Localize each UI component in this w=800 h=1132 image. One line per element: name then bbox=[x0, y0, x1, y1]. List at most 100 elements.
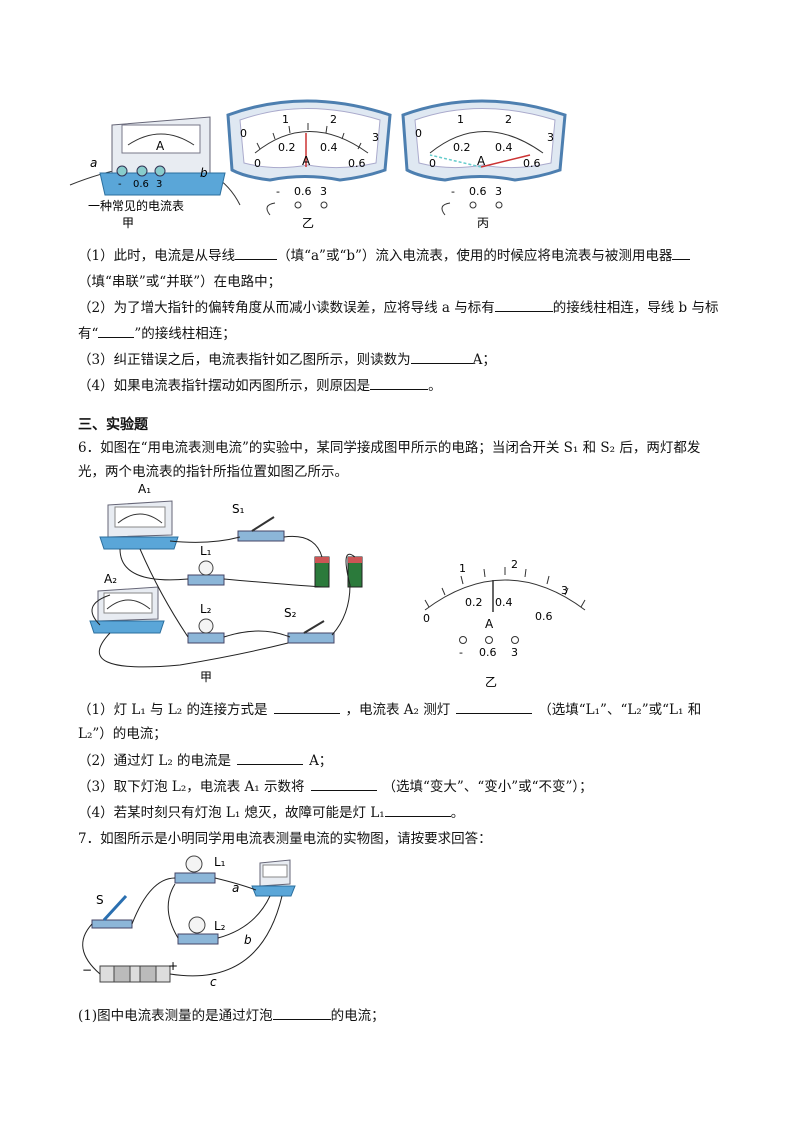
q6-intro-line2: 光，两个电流表的指针所指位置如图乙所示。 bbox=[78, 464, 348, 480]
q5-p1a: （1）此时，电流是从导线 bbox=[78, 248, 236, 264]
q6-p1b: ，电流表 A₂ 测灯 bbox=[345, 702, 451, 718]
bing-tick-bottom-0: 0 bbox=[429, 157, 436, 170]
bing-tick-top-0: 0 bbox=[415, 127, 422, 140]
q6-p1a: （1）灯 L₁ 与 L₂ 的连接方式是 bbox=[78, 702, 268, 718]
q6-part1-line2: L₂”）的电流； bbox=[78, 726, 167, 742]
q6-blank-4[interactable] bbox=[310, 777, 377, 791]
q7-circuit: L₁ S L₂ − + a b c bbox=[82, 855, 296, 989]
q6-part4: （4）若某时刻只有灯泡 L₁ 熄灭，故障可能是灯 L₁。 bbox=[78, 801, 464, 821]
label-L1: L₁ bbox=[200, 544, 212, 558]
q5-p3b: A； bbox=[472, 352, 496, 368]
ammeter-jia: A - 0.6 3 a b 一种常见的电流表 甲 bbox=[69, 116, 241, 230]
q5-p3a: （3）纠正错误之后，电流表指针如乙图所示，则读数为 bbox=[78, 352, 411, 368]
q6-circuit-jia: A₁ S₁ L₁ L₂ A₂ S₂ 甲 bbox=[89, 482, 363, 684]
q7-label-c: c bbox=[210, 975, 217, 989]
q6-p3a: （3）取下灯泡 L₂，电流表 A₁ 示数将 bbox=[78, 779, 305, 795]
yi-terminal-06: 0.6 bbox=[294, 185, 312, 198]
yi-terminal-3: 3 bbox=[320, 185, 327, 198]
yi-tick-top-2: 2 bbox=[330, 113, 337, 126]
bing-pointer-left bbox=[429, 154, 482, 168]
q6-part3: （3）取下灯泡 L₂，电流表 A₁ 示数将 （选填“变大”、“变小”或“不变”）； bbox=[78, 775, 593, 795]
label-S1: S₁ bbox=[232, 502, 245, 516]
label-L2: L₂ bbox=[200, 602, 212, 616]
q6-part1-line1: （1）灯 L₁ 与 L₂ 的连接方式是，电流表 A₂ 测灯（选填“L₁”、“L₂… bbox=[78, 698, 701, 718]
jia-caption: 一种常见的电流表 bbox=[88, 198, 184, 213]
q5-p4a: （4）如果电流表指针摆动如丙图所示，则原因是 bbox=[78, 378, 371, 394]
bing-tick-top-3: 3 bbox=[547, 131, 554, 144]
yi-tick-top-0: 0 bbox=[240, 127, 247, 140]
q5-blank-2[interactable] bbox=[672, 246, 691, 260]
bing-terminal-06: 0.6 bbox=[469, 185, 487, 198]
q5-part1-line2: （填“串联”或“并联”）在电路中； bbox=[78, 274, 282, 290]
q6-meter-letter: A bbox=[485, 617, 494, 631]
q5-p2b: 的接线柱相连，导线 b 与标 bbox=[552, 300, 719, 316]
q5-part2-line2: 有“”的接线柱相连； bbox=[78, 322, 236, 342]
label-A2: A₂ bbox=[104, 572, 117, 586]
bing-tick-top-1: 1 bbox=[457, 113, 464, 126]
q6-tick-top-1: 1 bbox=[459, 562, 466, 575]
q7-blank-1[interactable] bbox=[272, 1006, 331, 1020]
q5-blank-3[interactable] bbox=[494, 298, 553, 312]
label-b: b bbox=[200, 166, 208, 180]
q5-part1-line1: （1）此时，电流是从导线 （填“a”或“b”）流入电流表，使用的时候应将电流表与被… bbox=[78, 244, 691, 264]
q6-blank-1[interactable] bbox=[273, 700, 340, 714]
q6-tick-bottom-04: 0.4 bbox=[495, 596, 513, 609]
q7-label-b: b bbox=[244, 933, 252, 947]
q6-p3b: （选填“变大”、“变小”或“不变”）； bbox=[382, 779, 593, 795]
q5-p2c: 有“ bbox=[78, 326, 99, 342]
yi-tick-bottom-06: 0.6 bbox=[348, 157, 366, 170]
q7-label-a: a bbox=[232, 881, 239, 895]
bing-meter-letter: A bbox=[477, 154, 486, 168]
bing-tick-bottom-02: 0.2 bbox=[453, 141, 471, 154]
q7-label-minus: − bbox=[82, 963, 92, 977]
q5-blank-6[interactable] bbox=[370, 376, 429, 390]
yi-tick-bottom-02: 0.2 bbox=[278, 141, 296, 154]
q7-label-L2: L₂ bbox=[214, 919, 226, 933]
yi-tick-top-1: 1 bbox=[282, 113, 289, 126]
bing-terminal-3: 3 bbox=[495, 185, 502, 198]
yi-tick-top-3: 3 bbox=[372, 131, 379, 144]
q5-blank-5[interactable] bbox=[410, 350, 473, 364]
q5-part3: （3）纠正错误之后，电流表指针如乙图所示，则读数为 A； bbox=[78, 348, 496, 368]
yi-terminal-minus: - bbox=[276, 185, 280, 198]
q6-p4a: （4）若某时刻只有灯泡 L₁ 熄灭，故障可能是灯 L₁ bbox=[78, 805, 385, 821]
q5-part4: （4）如果电流表指针摆动如丙图所示，则原因是 。 bbox=[78, 374, 442, 394]
q5-p1b: （填“a”或“b”）流入电流表，使用的时候应将电流表与被测用电器 bbox=[277, 248, 673, 264]
q6-tick-bottom-06: 0.6 bbox=[535, 610, 553, 623]
q7-label-S: S bbox=[96, 893, 104, 907]
q5-p4b: 。 bbox=[428, 378, 442, 394]
bing-terminal-minus: - bbox=[451, 185, 455, 198]
bing-tick-bottom-04: 0.4 bbox=[495, 141, 513, 154]
q6-terminal-06: 0.6 bbox=[479, 646, 497, 659]
q7-label-plus: + bbox=[168, 959, 178, 973]
q7-part1: (1)图中电流表测量的是通过灯泡的电流； bbox=[78, 1004, 385, 1024]
q6-tick-bottom-02: 0.2 bbox=[465, 596, 483, 609]
jia-terminal-minus: - bbox=[118, 179, 122, 190]
label-S2: S₂ bbox=[284, 606, 297, 620]
jia-terminal-06: 0.6 bbox=[133, 179, 149, 190]
q6-p2b: A； bbox=[309, 753, 333, 769]
yi-meter-letter: A bbox=[302, 154, 311, 168]
yi-tick-bottom-04: 0.4 bbox=[320, 141, 338, 154]
q7-label-L1: L₁ bbox=[214, 855, 226, 869]
yi-tick-bottom-0: 0 bbox=[254, 157, 261, 170]
section-title: 三、实验题 bbox=[78, 417, 148, 433]
label-jia: 甲 bbox=[200, 670, 212, 684]
label-a: a bbox=[90, 156, 97, 170]
q6-blank-3[interactable] bbox=[237, 751, 304, 765]
q6-blank-2[interactable] bbox=[456, 700, 533, 714]
ammeter-bing: 0 1 2 3 0 0.2 0.4 0.6 A - 0.6 3 丙 bbox=[401, 99, 567, 230]
q6-blank-5[interactable] bbox=[384, 803, 451, 817]
bing-pointer-right bbox=[480, 154, 531, 168]
jia-terminal-3: 3 bbox=[156, 179, 162, 190]
q5-blank-1[interactable] bbox=[235, 246, 278, 260]
yi-label: 乙 bbox=[302, 216, 314, 230]
q6-terminal-3: 3 bbox=[511, 646, 518, 659]
q6-tick-top-3: 3 bbox=[561, 584, 568, 597]
q6-tick-top-2: 2 bbox=[511, 558, 518, 571]
q5-part2-line1: （2）为了增大指针的偏转角度从而减小读数误差，应将导线 a 与标有的接线柱相连，… bbox=[78, 296, 718, 316]
jia-meter-letter: A bbox=[156, 139, 165, 153]
q5-blank-4[interactable] bbox=[98, 324, 135, 338]
q7-p1a: (1)图中电流表测量的是通过灯泡 bbox=[78, 1008, 273, 1024]
